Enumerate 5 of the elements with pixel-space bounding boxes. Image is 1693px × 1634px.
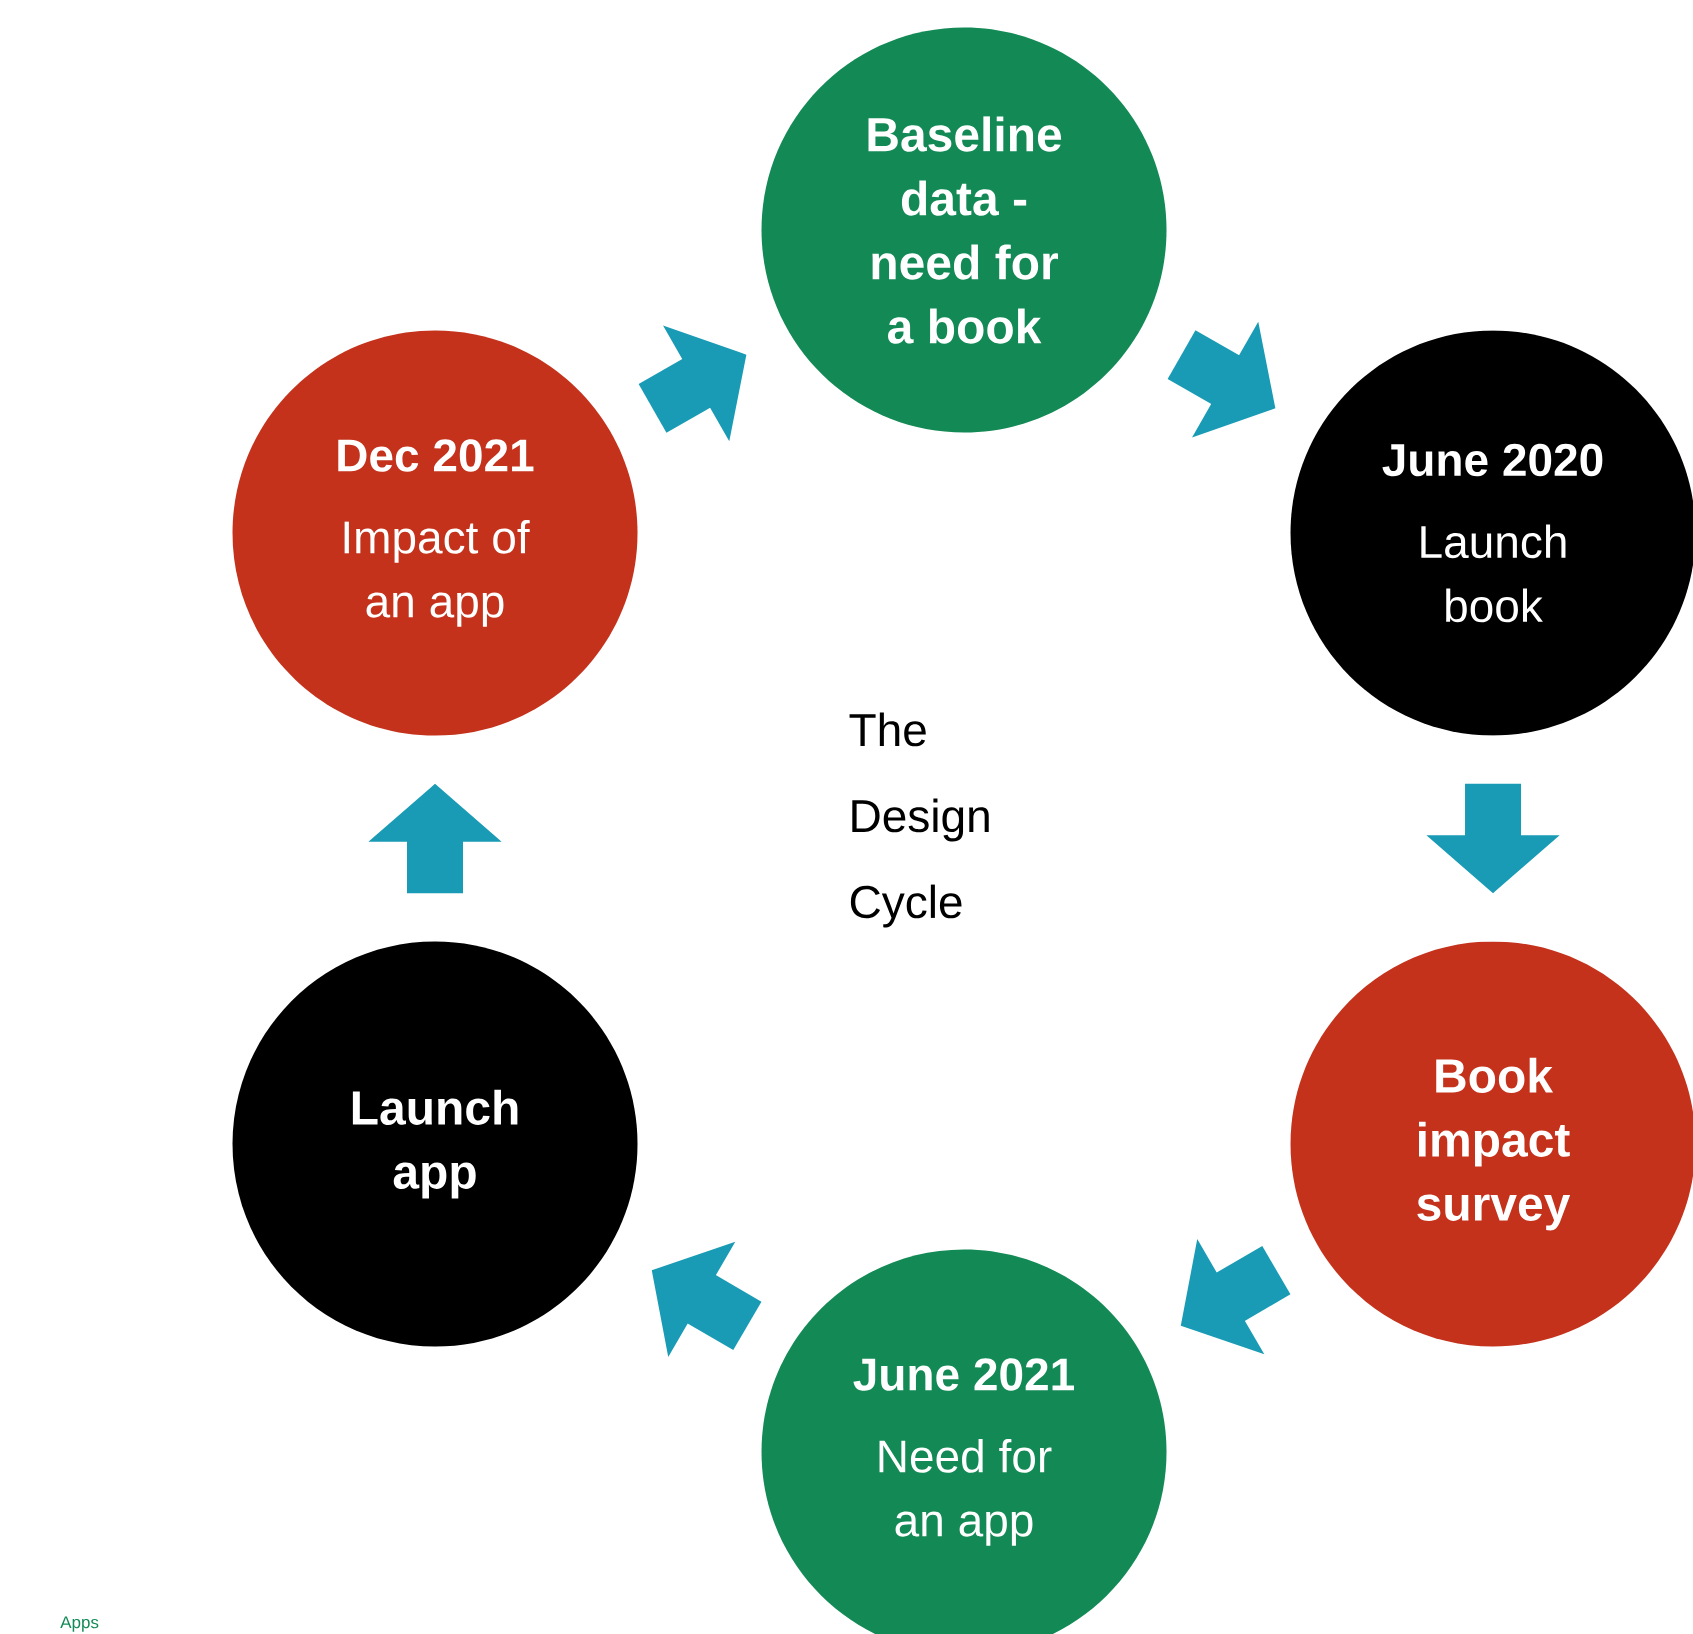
title-text: The Design Cycle xyxy=(849,712,989,928)
circle-node: Baseline data - need for a book xyxy=(761,27,1167,433)
corner-label: Apps xyxy=(60,1616,99,1632)
circle-node: Dec 2021 Impact of an app xyxy=(232,330,638,736)
circle-node: Launch app xyxy=(232,941,638,1347)
